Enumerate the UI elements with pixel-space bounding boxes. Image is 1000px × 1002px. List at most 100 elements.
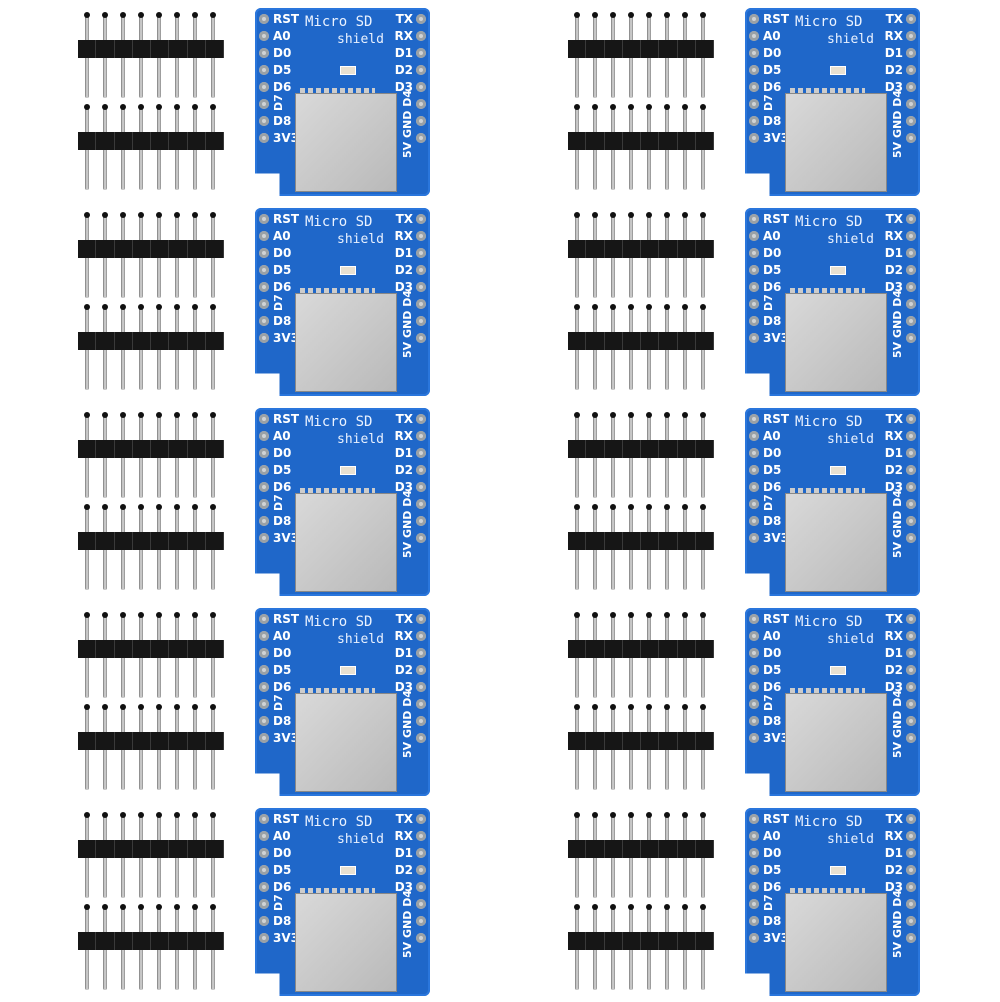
pin-pad <box>906 231 916 241</box>
pin-label: D1 <box>884 446 903 460</box>
pin-label: D6 <box>763 480 782 494</box>
pin-pad <box>259 865 269 875</box>
pin-pad <box>749 631 759 641</box>
pin-pad <box>416 499 426 509</box>
pin-pad <box>259 14 269 24</box>
pin-pad <box>259 733 269 743</box>
pin-pad <box>749 299 759 309</box>
pin-label-vertical: 5V GND D4 <box>401 90 414 158</box>
board-title: Micro SD <box>305 14 373 30</box>
pin-label: RST <box>763 212 790 226</box>
pin-header-pair <box>568 12 718 192</box>
pin-label-vertical: 5V GND D4 <box>401 690 414 758</box>
pin-label-vertical: 5V GND D4 <box>891 490 904 558</box>
pin-pad <box>416 614 426 624</box>
pin-pad <box>906 831 916 841</box>
pin-header-pair <box>568 212 718 392</box>
pin-pad <box>259 882 269 892</box>
pin-label: D3 <box>394 480 413 494</box>
pin-header <box>78 12 224 102</box>
sd-slot-contacts <box>790 288 865 294</box>
pin-label: D6 <box>273 680 292 694</box>
pin-label: D1 <box>394 646 413 660</box>
board-title: Micro SD <box>795 14 863 30</box>
header-plastic-body <box>568 332 714 350</box>
smd-component <box>830 266 846 275</box>
pin-label: RST <box>273 412 300 426</box>
board-title: Micro SD <box>305 814 373 830</box>
pin-label: D7 <box>272 694 285 711</box>
pin-header-pair <box>78 212 228 392</box>
pin-label: D8 <box>763 714 782 728</box>
header-plastic-body <box>78 240 224 258</box>
pin-label: RST <box>763 412 790 426</box>
pin-pad <box>259 499 269 509</box>
pin-label: D5 <box>273 863 292 877</box>
pin-label: D3 <box>394 80 413 94</box>
pin-pad <box>416 448 426 458</box>
pin-pad <box>259 248 269 258</box>
pin-pad <box>906 533 916 543</box>
pin-label: D0 <box>763 246 782 260</box>
board-subtitle: shield <box>337 632 384 647</box>
pin-pad <box>906 916 916 926</box>
pin-label-vertical: 5V GND D4 <box>891 90 904 158</box>
pin-pad <box>906 933 916 943</box>
pin-header <box>78 612 224 702</box>
pin-pad <box>906 516 916 526</box>
pin-pad <box>906 214 916 224</box>
pin-pad <box>749 448 759 458</box>
pin-label: A0 <box>763 29 781 43</box>
pin-label: D2 <box>394 263 413 277</box>
pin-pad <box>749 133 759 143</box>
pin-pad <box>259 533 269 543</box>
pin-pad <box>749 699 759 709</box>
pin-label: D3 <box>884 80 903 94</box>
pin-label: RST <box>273 612 300 626</box>
pin-label: A0 <box>273 829 291 843</box>
pin-label: D2 <box>394 663 413 677</box>
pin-label: RST <box>763 812 790 826</box>
header-plastic-body <box>568 840 714 858</box>
pin-pad <box>749 99 759 109</box>
pin-pad <box>416 265 426 275</box>
pin-label: A0 <box>763 429 781 443</box>
pin-pad <box>416 31 426 41</box>
pin-label: D2 <box>394 863 413 877</box>
pin-label: RX <box>884 29 904 43</box>
sd-slot-contacts <box>300 88 375 94</box>
pin-label: D1 <box>394 446 413 460</box>
pin-header <box>568 212 714 302</box>
board-subtitle: shield <box>827 832 874 847</box>
pin-header <box>78 904 224 994</box>
board-title: Micro SD <box>305 614 373 630</box>
micro-sd-slot <box>295 493 397 592</box>
pin-pad <box>259 448 269 458</box>
pin-pad <box>749 48 759 58</box>
pin-label: D2 <box>884 863 903 877</box>
pin-label: TX <box>885 212 903 226</box>
pin-label: D0 <box>273 46 292 60</box>
pin-label: D7 <box>272 94 285 111</box>
pin-label: A0 <box>763 829 781 843</box>
pin-pad <box>416 848 426 858</box>
pin-label: 3V3 <box>273 931 299 945</box>
pin-label: RST <box>273 12 300 26</box>
sd-slot-contacts <box>300 888 375 894</box>
pin-pad <box>259 31 269 41</box>
pin-pad <box>906 14 916 24</box>
pin-pad <box>749 65 759 75</box>
pin-pad <box>906 31 916 41</box>
pin-pad <box>416 65 426 75</box>
pin-label: D7 <box>272 294 285 311</box>
pin-pad <box>416 465 426 475</box>
board-title: Micro SD <box>795 214 863 230</box>
